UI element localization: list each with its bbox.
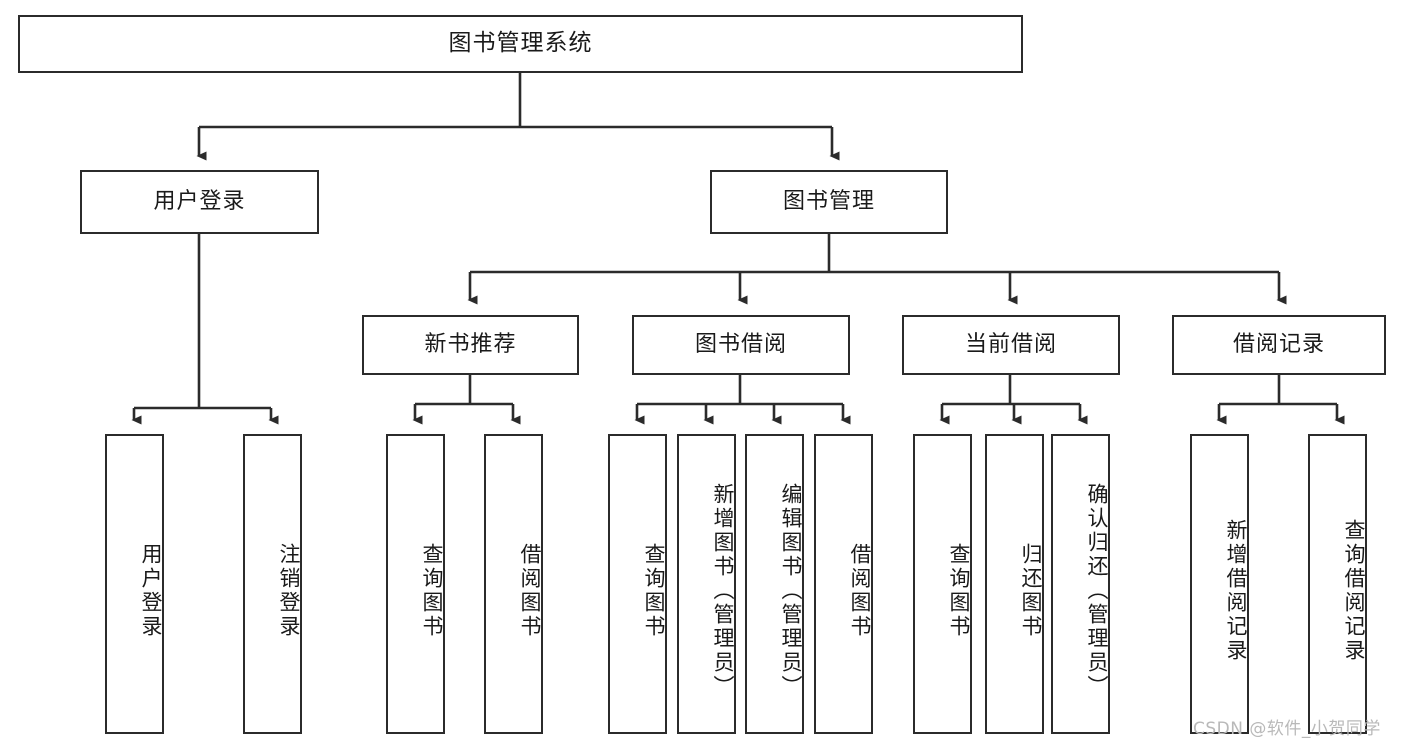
node-leaf-query-book-recommend[interactable]: 查询图书 <box>386 434 445 734</box>
node-leaf-query-book-borrow[interactable]: 查询图书 <box>608 434 667 734</box>
node-user-login[interactable]: 用户登录 <box>80 170 319 234</box>
node-leaf-query-borrow-record[interactable]: 查询借阅记录 <box>1308 434 1367 734</box>
node-book-manage[interactable]: 图书管理 <box>710 170 948 234</box>
node-borrow-record[interactable]: 借阅记录 <box>1172 315 1386 375</box>
node-leaf-confirm-return[interactable]: 确认归还（管理员） <box>1051 434 1110 734</box>
node-borrow-record-label: 借阅记录 <box>1232 331 1325 357</box>
node-leaf-user-login-label: 用户登录 <box>139 543 163 639</box>
node-leaf-query-borrow-record-label: 查询借阅记录 <box>1342 519 1366 663</box>
node-leaf-query-book-current[interactable]: 查询图书 <box>913 434 972 734</box>
node-new-book-recommend-label: 新书推荐 <box>424 331 517 357</box>
node-leaf-borrow-book-recommend-label: 借阅图书 <box>518 543 542 639</box>
node-leaf-add-book[interactable]: 新增图书（管理员） <box>677 434 736 734</box>
node-leaf-return-book[interactable]: 归还图书 <box>985 434 1044 734</box>
node-leaf-user-logout-label: 注销登录 <box>277 543 301 639</box>
node-leaf-borrow-book[interactable]: 借阅图书 <box>814 434 873 734</box>
node-leaf-add-book-label: 新增图书（管理员） <box>711 483 735 699</box>
node-book-manage-label: 图书管理 <box>782 188 875 214</box>
node-leaf-borrow-book-recommend[interactable]: 借阅图书 <box>484 434 543 734</box>
node-book-borrow[interactable]: 图书借阅 <box>632 315 850 375</box>
node-root-label: 图书管理系统 <box>448 30 593 57</box>
node-root[interactable]: 图书管理系统 <box>18 15 1023 73</box>
node-new-book-recommend[interactable]: 新书推荐 <box>362 315 579 375</box>
node-leaf-confirm-return-label: 确认归还（管理员） <box>1085 483 1109 699</box>
node-leaf-add-borrow-record-label: 新增借阅记录 <box>1224 519 1248 663</box>
node-leaf-query-book-recommend-label: 查询图书 <box>420 543 444 639</box>
node-current-borrow-label: 当前借阅 <box>964 331 1057 357</box>
node-leaf-edit-book-label: 编辑图书（管理员） <box>779 483 803 699</box>
csdn-watermark: CSDN @软件_小贺同学 <box>1193 719 1381 739</box>
node-leaf-user-logout[interactable]: 注销登录 <box>243 434 302 734</box>
node-leaf-query-book-borrow-label: 查询图书 <box>642 543 666 639</box>
node-leaf-borrow-book-label: 借阅图书 <box>848 543 872 639</box>
node-leaf-user-login[interactable]: 用户登录 <box>105 434 164 734</box>
node-leaf-return-book-label: 归还图书 <box>1019 543 1043 639</box>
node-book-borrow-label: 图书借阅 <box>694 331 787 357</box>
node-leaf-query-book-current-label: 查询图书 <box>947 543 971 639</box>
node-leaf-edit-book[interactable]: 编辑图书（管理员） <box>745 434 804 734</box>
node-current-borrow[interactable]: 当前借阅 <box>902 315 1120 375</box>
node-leaf-add-borrow-record[interactable]: 新增借阅记录 <box>1190 434 1249 734</box>
node-user-login-label: 用户登录 <box>153 188 246 214</box>
